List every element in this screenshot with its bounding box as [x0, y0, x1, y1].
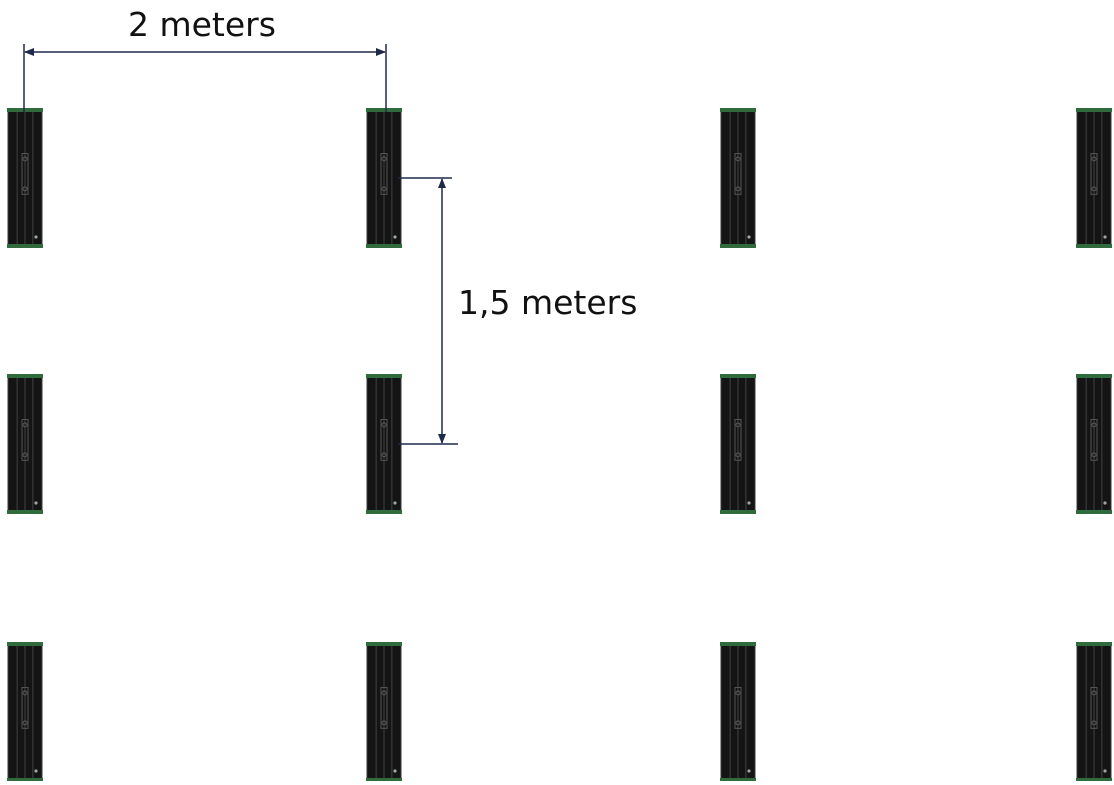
speaker-column-icon [7, 374, 43, 514]
vertical-dimension-label: 1,5 meters [458, 283, 638, 322]
speaker-column-icon [1076, 642, 1112, 782]
horizontal-dimension-label: 2 meters [128, 5, 276, 44]
speaker-column-icon [720, 642, 756, 782]
speaker-column-icon [366, 108, 402, 248]
speaker-column-icon [720, 374, 756, 514]
speaker-column-icon [1076, 108, 1112, 248]
speaker-column-icon [7, 642, 43, 782]
speaker-column-icon [7, 108, 43, 248]
dimension-lines [23, 44, 458, 445]
speaker-column-icon [1076, 374, 1112, 514]
speaker-column-icon [366, 374, 402, 514]
speaker-column-icon [366, 642, 402, 782]
speaker-column-icon [720, 108, 756, 248]
units-layer [7, 108, 1112, 782]
